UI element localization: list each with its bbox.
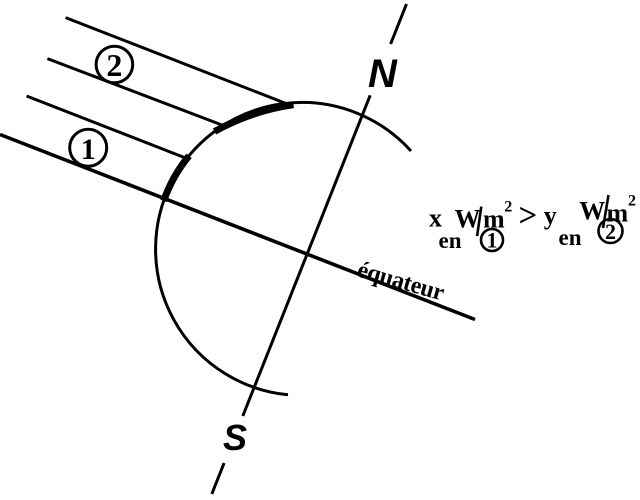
svg-text:N: N xyxy=(368,52,398,96)
svg-text:2: 2 xyxy=(504,199,512,216)
svg-text:W: W xyxy=(579,197,605,226)
svg-text:x: x xyxy=(429,204,442,233)
svg-text:m: m xyxy=(483,205,505,234)
svg-text:1: 1 xyxy=(81,133,96,166)
svg-text:2: 2 xyxy=(628,193,636,210)
svg-text:en: en xyxy=(559,225,582,250)
svg-text:en: en xyxy=(439,228,462,253)
svg-text:W: W xyxy=(455,205,481,234)
svg-text:>: > xyxy=(519,198,538,234)
svg-text:y: y xyxy=(544,201,557,230)
svg-text:S: S xyxy=(223,417,247,458)
svg-text:1: 1 xyxy=(487,228,498,253)
svg-text:2: 2 xyxy=(605,219,616,244)
svg-text:2: 2 xyxy=(106,47,122,83)
svg-text:équateur: équateur xyxy=(354,257,447,307)
